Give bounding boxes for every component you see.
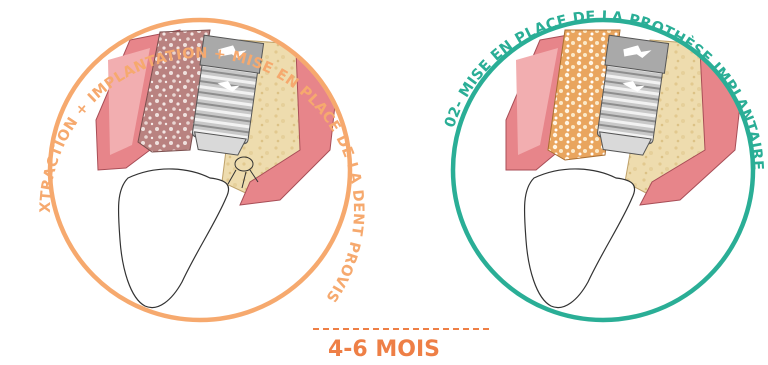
final-crown bbox=[524, 169, 634, 308]
temporary-crown bbox=[118, 169, 228, 308]
duration-label: 4-6 MOIS bbox=[328, 337, 440, 362]
